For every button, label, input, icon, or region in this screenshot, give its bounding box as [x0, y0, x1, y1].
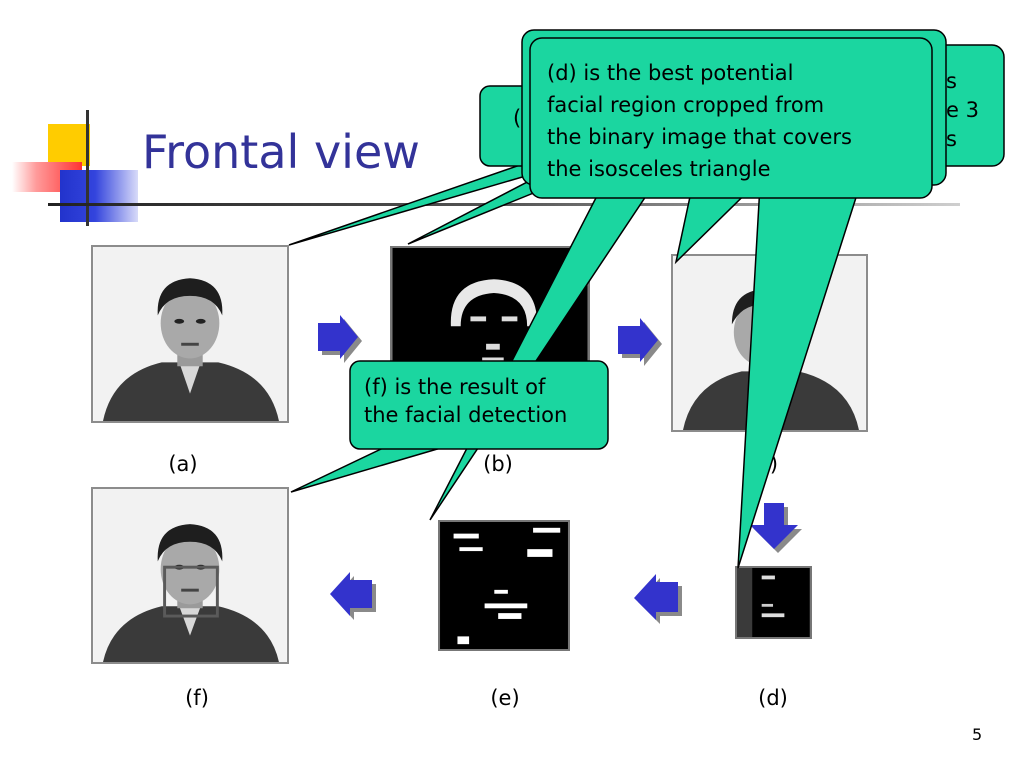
callout-f-line-1: (f) is the result of — [364, 375, 546, 399]
title-deco-yellow-square — [48, 124, 90, 166]
face-photo-a — [93, 247, 287, 421]
callout-f — [290, 189, 652, 521]
panel-e-binary-crop — [438, 520, 570, 651]
panel-d-cropped-region — [735, 566, 812, 639]
callout-hidden-right-fragment-2: e 3 — [946, 98, 979, 122]
title-deco-vertical-line — [86, 110, 89, 226]
arrow-down-icon — [752, 503, 802, 553]
arrow-right-icon — [618, 318, 662, 366]
callout-hidden-right-fragment-1: s — [946, 69, 957, 93]
callout-d-line-1: (d) is the best potential — [547, 61, 794, 85]
panel-a-original-photo — [91, 245, 289, 423]
binary-face-e — [440, 522, 568, 649]
callout-d-line-3: the binary image that covers — [547, 125, 852, 149]
panel-a-label: (a) — [168, 452, 198, 476]
panel-b-label: (b) — [483, 452, 513, 476]
callout-hidden-left-fragment: ( — [513, 106, 521, 130]
binary-face-d — [737, 568, 810, 637]
page-number: 5 — [972, 725, 983, 744]
panel-f-label: (f) — [185, 686, 209, 710]
callout-d-line-4: the isosceles triangle — [547, 157, 771, 181]
panel-c-label: ) — [769, 452, 779, 476]
arrow-left-icon — [634, 574, 682, 624]
face-detection-box — [163, 565, 219, 618]
callout-f-text-group: (f) is the result of the facial detectio… — [364, 375, 567, 427]
panel-e-label: (e) — [490, 686, 520, 710]
face-photo-f — [93, 489, 287, 662]
callout-d-line-2: facial region cropped from — [547, 93, 824, 117]
panel-f-detection-result — [91, 487, 289, 664]
callout-hidden-right-fragment-3: s — [946, 127, 957, 151]
title-deco-blue-square — [60, 170, 138, 222]
arrow-right-icon — [318, 315, 362, 363]
callout-d-text-group: (d) is the best potential facial region … — [547, 61, 852, 181]
slide-title: Frontal view — [142, 125, 420, 179]
callout-f-line-2: the facial detection — [364, 403, 567, 427]
panel-d-label: (d) — [758, 686, 788, 710]
arrow-left-icon — [330, 572, 376, 620]
callout-d — [521, 29, 947, 569]
